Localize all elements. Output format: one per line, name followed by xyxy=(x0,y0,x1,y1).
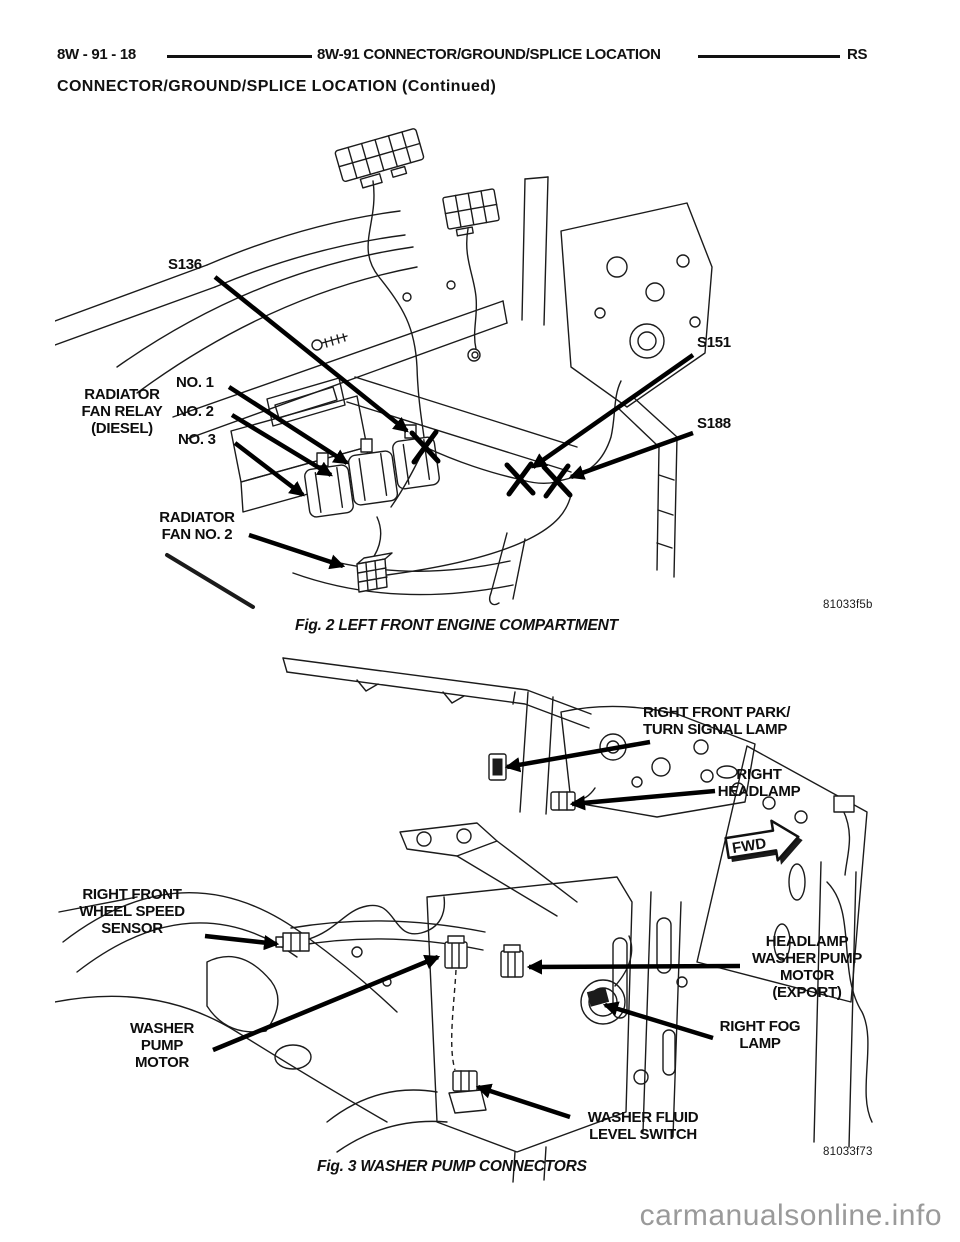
header-rule-right xyxy=(698,55,840,58)
no1-arrow xyxy=(227,385,349,465)
header-title: 8W-91 CONNECTOR/GROUND/SPLICE LOCATION xyxy=(317,46,661,63)
splice-s136 xyxy=(409,429,441,465)
fig2-splices xyxy=(409,429,573,499)
fig2-code: 81033f5b xyxy=(823,599,873,611)
wheel-speed-arrow xyxy=(204,933,280,951)
fig2-harness xyxy=(366,380,622,606)
headlamp-washer-connector xyxy=(500,944,524,978)
s188-arrow xyxy=(568,430,694,480)
fig2-fan2-connector xyxy=(356,552,393,593)
s136-arrow xyxy=(213,275,409,433)
splice-s151 xyxy=(504,461,536,497)
label-no2: NO. 2 xyxy=(176,403,214,420)
label-radiator-fan-relay: RADIATOR FAN RELAY (DIESEL) xyxy=(81,386,163,437)
headlamp-connector xyxy=(550,787,596,811)
fig3-code: 81033f73 xyxy=(823,1146,873,1158)
wheel-speed-connector xyxy=(275,896,446,952)
fig3-structure xyxy=(55,657,873,1183)
fig2-connector-top-b xyxy=(442,188,500,237)
park-turn-arrow xyxy=(504,739,651,773)
header-page-code: 8W - 91 - 18 xyxy=(57,46,136,63)
headlamp-washer-arrow xyxy=(526,959,741,975)
s151-arrow xyxy=(531,353,695,469)
label-no1: NO. 1 xyxy=(176,374,214,391)
watermark: carmanualsonline.info xyxy=(639,1199,942,1232)
label-headlamp-washer-pump: HEADLAMP WASHER PUMP MOTOR (EXPORT) xyxy=(751,933,863,1001)
label-radiator-fan-no2: RADIATOR FAN NO. 2 xyxy=(159,509,235,543)
fig2-caption: Fig. 2 LEFT FRONT ENGINE COMPARTMENT xyxy=(295,617,618,634)
header-platform-code: RS xyxy=(847,46,868,63)
headlamp-arrow xyxy=(569,788,716,811)
label-s188: S188 xyxy=(697,415,731,432)
fig2-wire-b xyxy=(466,228,478,350)
fluid-level-switch-connector xyxy=(448,1070,487,1114)
fig2-art xyxy=(55,128,713,609)
label-washer-fluid-switch: WASHER FLUID LEVEL SWITCH xyxy=(587,1109,699,1143)
label-right-fog-lamp: RIGHT FOG LAMP xyxy=(719,1018,801,1052)
figure-2: S136 RADIATOR FAN RELAY (DIESEL) NO. 1 N… xyxy=(55,115,905,645)
label-wheel-speed-sensor: RIGHT FRONT WHEEL SPEED SENSOR xyxy=(79,886,185,937)
splice-s188 xyxy=(541,463,573,499)
label-no3: NO. 3 xyxy=(178,431,216,448)
figure-3: FWD RIGHT FRONT PARK/ TURN SIGNAL LAMP R… xyxy=(55,650,905,1185)
label-s136: S136 xyxy=(168,256,202,273)
fig2-wire-a xyxy=(367,180,426,446)
header-rule-left xyxy=(167,55,312,58)
fig3-caption: Fig. 3 WASHER PUMP CONNECTORS xyxy=(317,1158,587,1175)
label-park-turn-lamp: RIGHT FRONT PARK/ TURN SIGNAL LAMP xyxy=(643,704,791,738)
fluid-switch-arrow xyxy=(475,1083,571,1120)
label-washer-pump-motor: WASHER PUMP MOTOR xyxy=(129,1020,195,1071)
fan2-arrow xyxy=(248,532,346,570)
fig2-connector-top-a xyxy=(334,128,425,189)
fig3-callout-arrows xyxy=(204,739,741,1120)
fwd-text: FWD xyxy=(731,835,768,857)
fog-lamp-arrow xyxy=(602,1001,714,1041)
washer-pump-connector xyxy=(444,935,468,1071)
fig3-art: FWD xyxy=(55,657,873,1183)
washer-pump-arrow xyxy=(212,954,441,1053)
section-subtitle: CONNECTOR/GROUND/SPLICE LOCATION (Contin… xyxy=(57,78,497,95)
fwd-direction-arrow: FWD xyxy=(724,819,803,865)
no2-arrow xyxy=(230,413,333,477)
no3-arrow xyxy=(233,441,305,497)
label-s151: S151 xyxy=(697,334,731,351)
label-right-headlamp: RIGHT HEADLAMP xyxy=(717,766,801,800)
park-turn-connector xyxy=(488,753,507,781)
fig2-callout-arrows xyxy=(213,275,695,570)
